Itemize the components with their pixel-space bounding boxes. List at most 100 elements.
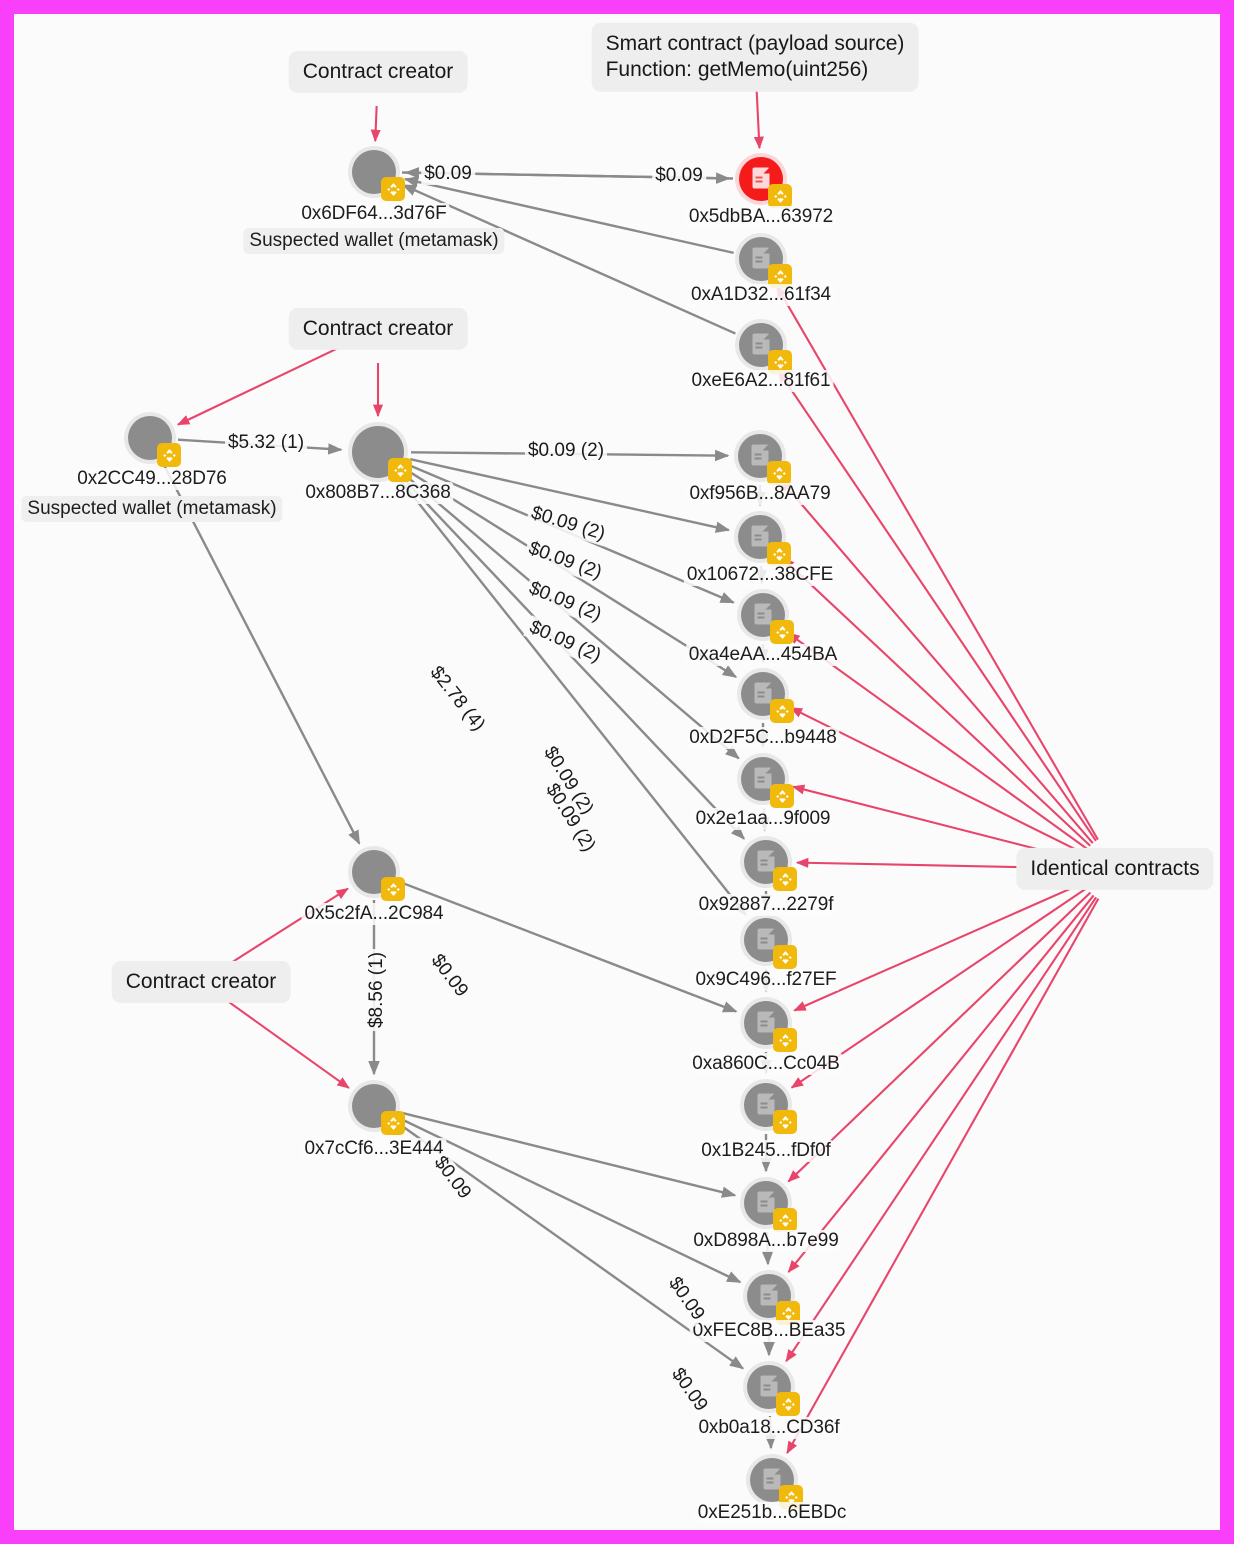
bnb-chain-glyph [778, 950, 792, 964]
annotation-edges [176, 90, 1100, 1455]
graph-node-0x6df643d76f[interactable] [352, 150, 405, 201]
graph-edge [229, 887, 349, 965]
graph-node-0xd2f5cb9448[interactable] [741, 672, 794, 723]
bnb-chain-glyph [386, 1116, 400, 1130]
bnb-chain-badge-icon [767, 542, 791, 566]
bnb-chain-badge-icon [388, 458, 412, 482]
bnb-chain-glyph [775, 789, 789, 803]
edge-value-label: $0.09 [652, 165, 706, 187]
bnb-chain-badge-icon [767, 461, 791, 485]
node-address-label: 0x2CC49...28D76 [74, 468, 230, 490]
node-address-label: 0x5dbBA...63972 [685, 206, 837, 228]
graph-node-0x2e1aa9f009[interactable] [741, 757, 794, 808]
graph-edge [785, 896, 1097, 1363]
bnb-chain-badge-icon [773, 1208, 797, 1232]
node-address-label: 0xa4eAA...454BA [685, 644, 841, 666]
callout-cc3[interactable]: Contract creator [288, 307, 468, 351]
node-address-label: 0xE251b...6EBDc [694, 1502, 850, 1524]
graph-node-0xf956b8aa79[interactable] [738, 434, 791, 485]
node-address-label: 0x5c2fA...2C984 [301, 903, 447, 925]
graph-edge [789, 706, 1086, 855]
graph-edge [400, 1111, 737, 1198]
callout-cc5[interactable]: Identical contracts [1016, 847, 1214, 891]
bnb-chain-badge-icon [773, 945, 797, 969]
graph-node-0x7ccf63e444[interactable] [352, 1084, 405, 1135]
node-address-label: 0xD2F5C...b9448 [686, 727, 840, 749]
graph-edge [176, 342, 348, 426]
contract-document-icon [763, 1468, 781, 1490]
graph-node-0x2cc4928d76[interactable] [128, 416, 181, 467]
node-disc [741, 757, 785, 801]
node-address-label: 0xf956B...8AA79 [686, 483, 834, 505]
bnb-chain-badge-icon [776, 1392, 800, 1416]
graph-edge [401, 183, 736, 335]
bnb-chain-badge-icon [770, 784, 794, 808]
bnb-chain-badge-icon [381, 877, 405, 901]
node-address-label: 0x10672...38CFE [683, 564, 837, 586]
contract-document-icon [760, 1284, 778, 1306]
graph-edge [786, 898, 1100, 1455]
graph-edge [787, 894, 1095, 1273]
contract-document-icon [751, 525, 769, 547]
bnb-chain-glyph [781, 1397, 795, 1411]
graph-node-0xa860ccc04b[interactable] [744, 1001, 797, 1052]
graph-node-0xa4eaa454ba[interactable] [741, 593, 794, 644]
contract-document-icon [752, 333, 770, 355]
graph-node-0xfec8bbea35[interactable] [747, 1274, 800, 1325]
graph-edge [403, 176, 734, 255]
graph-node-0x1b245fdf0f[interactable] [744, 1083, 797, 1134]
graph-node-0xe251b6ebdc[interactable] [750, 1458, 803, 1509]
node-address-label: 0x7cCf6...3E444 [301, 1138, 447, 1160]
edge-value-label: $5.32 (1) [224, 432, 308, 454]
bnb-chain-glyph [773, 355, 787, 369]
node-disc [744, 840, 788, 884]
node-address-label: 0xA1D32...61f34 [687, 284, 835, 306]
graph-node-0x1067238cfe[interactable] [738, 515, 791, 566]
bnb-chain-glyph [772, 466, 786, 480]
contract-document-icon [752, 167, 770, 189]
graph-node-0x5c2fa2c984[interactable] [352, 850, 405, 901]
bnb-chain-glyph [773, 269, 787, 283]
node-disc [738, 434, 782, 478]
bnb-chain-glyph [778, 872, 792, 886]
graph-node-0xa1d3261f34[interactable] [739, 237, 792, 288]
graph-edge [161, 462, 361, 845]
bnb-chain-glyph [775, 625, 789, 639]
graph-node-0x9c496f27ef[interactable] [744, 918, 797, 969]
contract-document-icon [757, 850, 775, 872]
graph-edge [781, 557, 1091, 847]
contract-document-icon [754, 603, 772, 625]
graph-node-0x928872279f[interactable] [744, 840, 797, 891]
node-disc [741, 593, 785, 637]
bnb-chain-badge-icon [770, 620, 794, 644]
edge-value-label: $8.56 (1) [366, 948, 388, 1032]
graph-edge [753, 90, 764, 150]
bnb-chain-badge-icon [381, 177, 405, 201]
graph-edge [779, 478, 1094, 844]
graph-node-0x5dbba63972[interactable] [739, 157, 792, 208]
graph-edges-layer [161, 90, 1100, 1455]
node-address-label: 0x9C496...f27EF [692, 969, 840, 991]
bnb-chain-glyph [386, 182, 400, 196]
callout-cc1[interactable]: Contract creator [288, 50, 468, 94]
node-address-label: 0xeE6A2...81f61 [688, 370, 834, 392]
graph-node-0xb0a18cd36f[interactable] [747, 1365, 800, 1416]
contract-document-icon [751, 444, 769, 466]
bnb-chain-glyph [778, 1115, 792, 1129]
contract-document-icon [757, 1191, 775, 1213]
callout-cc2[interactable]: Smart contract (payload source) Function… [591, 22, 919, 92]
graph-edge [793, 881, 1085, 1012]
contract-document-icon [757, 928, 775, 950]
callout-cc4[interactable]: Contract creator [111, 960, 291, 1004]
node-address-label: 0x1B245...fDf0f [698, 1140, 834, 1162]
bnb-chain-badge-icon [773, 1110, 797, 1134]
graph-node-0xd898ab7e99[interactable] [744, 1181, 797, 1232]
graph-node-0xee6a281f61[interactable] [739, 323, 792, 374]
edge-value-label: $0.09 (2) [524, 440, 608, 462]
contract-document-icon [752, 247, 770, 269]
graph-edge [398, 1117, 742, 1284]
graph-edge [787, 891, 1092, 1183]
graph-node-0x808b78c368[interactable] [352, 426, 412, 482]
